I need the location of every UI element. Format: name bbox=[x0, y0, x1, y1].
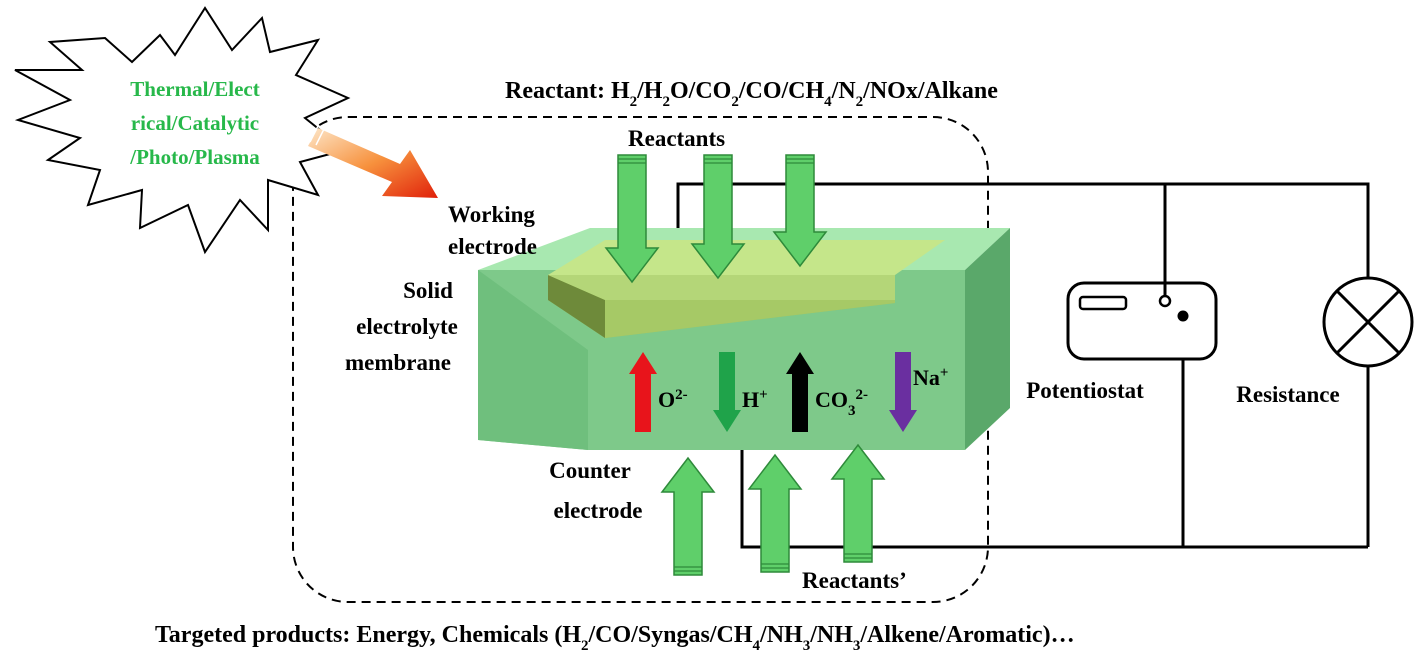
reactant-arrow-down bbox=[604, 154, 660, 284]
energy-source-line-1: Thermal/Elect bbox=[130, 77, 259, 101]
working-electrode bbox=[548, 240, 945, 338]
energy-source-line-2: rical/Catalytic bbox=[131, 111, 259, 135]
ion-arrow-down bbox=[713, 352, 741, 432]
ion-label: Na+ bbox=[913, 365, 948, 390]
ion-arrow-up bbox=[786, 352, 814, 432]
working-electrode-label-1: Working bbox=[448, 202, 535, 227]
membrane-label-1: Solid bbox=[403, 278, 453, 303]
energy-arrow bbox=[308, 125, 438, 198]
working-electrode-label-2: electrode bbox=[448, 234, 537, 259]
reactant-arrow-down bbox=[690, 154, 746, 280]
energy-source-burst: Thermal/Elect rical/Catalytic /Photo/Pla… bbox=[14, 6, 351, 255]
targeted-products: Targeted products: Energy, Chemicals (H2… bbox=[155, 622, 1075, 654]
reactants-bottom-label: Reactants’ bbox=[802, 568, 907, 593]
resistance-label: Resistance bbox=[1236, 382, 1339, 407]
reactant-arrow-up bbox=[830, 443, 886, 563]
ion-transport: O2- H+ CO32- Na+ bbox=[629, 352, 948, 432]
reactant-arrows-bottom bbox=[660, 443, 886, 576]
reactant-arrow-down bbox=[772, 154, 828, 268]
ion-arrow-down bbox=[889, 352, 917, 432]
reactant-arrow-up bbox=[660, 456, 716, 576]
ion-label: O2- bbox=[658, 387, 688, 412]
ion-arrow-up bbox=[629, 352, 657, 432]
solid-electrolyte-membrane bbox=[478, 228, 1010, 450]
potentiostat-label: Potentiostat bbox=[1026, 378, 1144, 403]
membrane-label-2: electrolyte bbox=[356, 314, 458, 339]
ion-label: H+ bbox=[742, 387, 768, 412]
reactant-list: Reactant: H2/H2O/CO2/CO/CH4/N2/NOx/Alkan… bbox=[505, 78, 998, 110]
potentiostat bbox=[1066, 184, 1218, 361]
counter-electrode-label-1: Counter bbox=[549, 458, 631, 483]
reactant-arrow-up bbox=[747, 453, 803, 573]
reactant-arrows-top bbox=[604, 154, 828, 284]
membrane-label-3: membrane bbox=[345, 350, 451, 375]
energy-source-line-3: /Photo/Plasma bbox=[129, 145, 260, 169]
resistance-lamp-icon bbox=[1322, 276, 1414, 368]
counter-electrode-label-2: electrode bbox=[554, 498, 643, 523]
reactants-top-label: Reactants bbox=[628, 126, 725, 151]
ion-label: CO32- bbox=[815, 387, 868, 419]
